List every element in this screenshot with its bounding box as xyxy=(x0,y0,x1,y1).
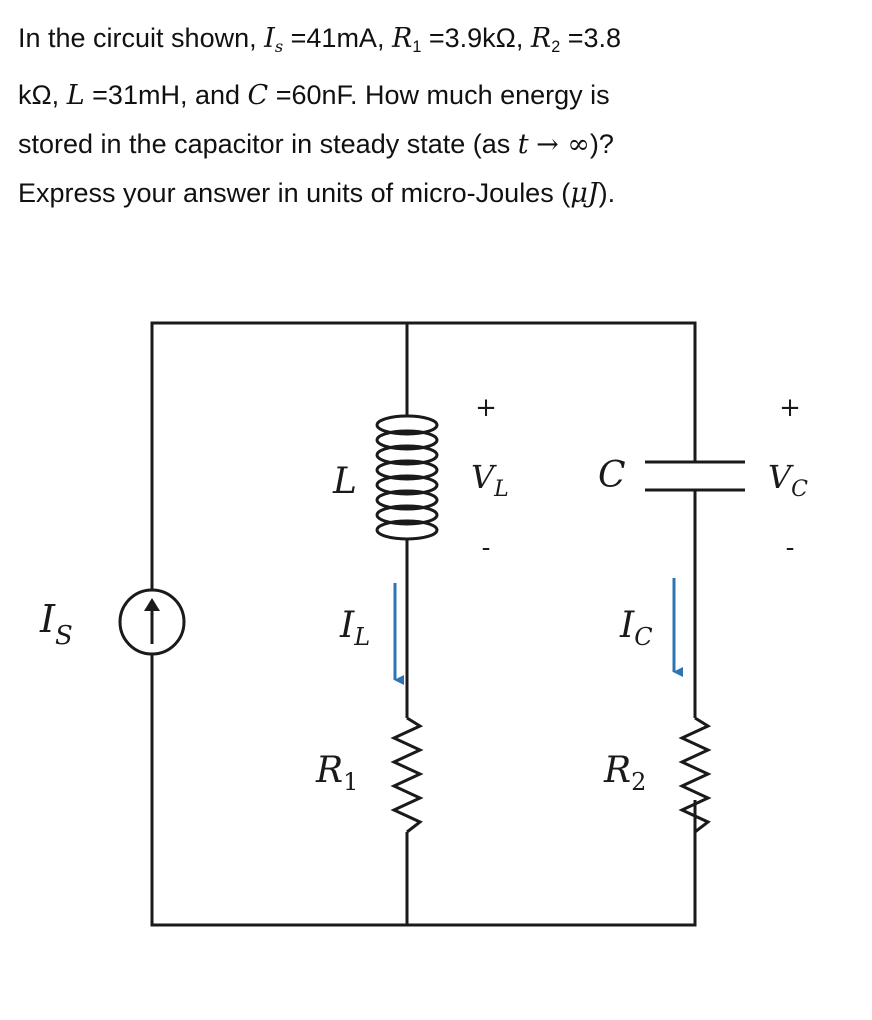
r2-subscript: 2 xyxy=(551,37,561,56)
vc-plus: + xyxy=(779,393,801,423)
question-line-2: kΩ, L =31mH, and C =60nF. How much energ… xyxy=(18,71,858,120)
microjoule-symbol: μJ xyxy=(570,177,599,209)
bottom-wire xyxy=(150,654,697,927)
source-label: IS xyxy=(39,597,73,651)
question-line-1: In the circuit shown, Is =41mA, R1 =3.9k… xyxy=(18,14,858,71)
top-wire xyxy=(150,321,697,590)
l-symbol: L xyxy=(66,79,85,111)
question-q2: stored in the capacitor in steady state … xyxy=(18,128,511,159)
limit-arrow: → ∞ xyxy=(536,128,590,160)
current-source xyxy=(118,588,186,656)
resistor-r2 xyxy=(678,716,712,836)
c-value: =60nF. xyxy=(275,79,358,110)
il-label: IL xyxy=(339,605,370,651)
question-q5: ). xyxy=(598,177,616,208)
question-line-4: Express your answer in units of micro-Jo… xyxy=(18,169,858,218)
capacitor-symbol xyxy=(645,440,745,492)
question-text: In the circuit shown, Is =41mA, R1 =3.9k… xyxy=(18,14,858,218)
r1-value: =3.9kΩ, xyxy=(428,23,524,53)
r1-symbol: R xyxy=(391,23,413,54)
c-symbol: C xyxy=(247,79,269,111)
vl-label: VL xyxy=(471,458,509,502)
ic-label: IC xyxy=(619,605,653,651)
vc-label: VC xyxy=(768,458,808,502)
is-symbol: I xyxy=(264,23,275,54)
r2-label: R2 xyxy=(603,750,646,796)
r2-symbol: R xyxy=(530,23,552,54)
r2-value-a: =3.8 xyxy=(567,23,622,53)
capacitor-label: C xyxy=(598,455,626,496)
r2-value-b: kΩ, xyxy=(18,79,60,110)
vl-plus: + xyxy=(475,393,497,423)
question-q4: Express your answer in units of micro-Jo… xyxy=(18,177,571,208)
circuit-wires xyxy=(150,321,697,927)
question-q3: )? xyxy=(589,128,614,159)
vl-minus: - xyxy=(482,533,491,563)
question-line-3: stored in the capacitor in steady state … xyxy=(18,120,858,169)
inductor-label: L xyxy=(332,461,357,502)
question-q1: How much energy is xyxy=(365,79,610,110)
r1-subscript: 1 xyxy=(412,37,422,56)
is-subscript: s xyxy=(274,36,284,56)
vc-minus: - xyxy=(786,533,795,563)
l-value: =31mH, and xyxy=(92,79,240,110)
t-symbol: t xyxy=(517,128,529,160)
inductor-coil xyxy=(375,414,439,541)
resistor-r1 xyxy=(390,716,424,834)
question-intro: In the circuit shown, xyxy=(18,23,257,53)
source-arrow-icon xyxy=(144,598,160,611)
r1-label: R1 xyxy=(315,750,358,796)
is-value: =41mA, xyxy=(290,23,385,53)
